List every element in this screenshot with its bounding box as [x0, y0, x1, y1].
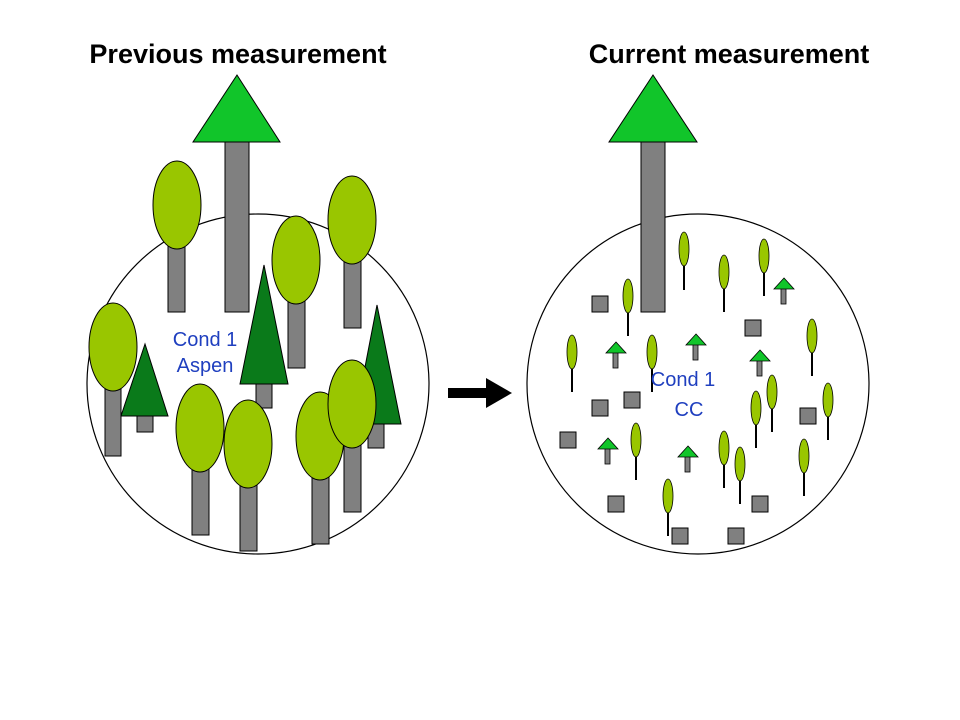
- current-title: Current measurement: [589, 39, 870, 69]
- aspen-tree-icon: [662, 478, 674, 536]
- conifer-tree-icon: [239, 264, 289, 409]
- aspen-tree-icon: [646, 334, 658, 392]
- stump-icon: [744, 319, 762, 337]
- aspen-tree-icon: [758, 238, 770, 296]
- stump-icon: [591, 399, 609, 417]
- aspen-tree-icon: [223, 399, 273, 552]
- conifer-tree-icon: [120, 342, 169, 433]
- previous-cond-type: Aspen: [177, 355, 234, 377]
- seedling-icon: [597, 437, 619, 465]
- aspen-tree-icon: [766, 374, 778, 432]
- current-cond-label: Cond 1: [651, 369, 716, 391]
- stump-icon: [623, 391, 641, 409]
- aspen-tree-icon: [566, 334, 578, 392]
- stump-icon: [559, 431, 577, 449]
- conifer-tree-icon: [608, 74, 698, 313]
- aspen-tree-icon: [152, 160, 202, 313]
- aspen-tree-icon: [798, 438, 810, 496]
- seedling-icon: [749, 349, 771, 377]
- aspen-tree-icon: [718, 254, 730, 312]
- aspen-tree-icon: [718, 430, 730, 488]
- stump-icon: [727, 527, 745, 545]
- previous-plot: Cond 1 Aspen: [86, 74, 430, 555]
- aspen-tree-icon: [734, 446, 746, 504]
- previous-cond-label: Cond 1: [173, 329, 238, 351]
- seedling-icon: [677, 445, 699, 473]
- seedling-icon: [773, 277, 795, 305]
- aspen-tree-icon: [175, 383, 225, 536]
- aspen-tree-icon: [622, 278, 634, 336]
- conifer-tree-icon: [192, 74, 281, 313]
- seedling-icon: [605, 341, 627, 369]
- previous-title: Previous measurement: [89, 39, 386, 69]
- aspen-tree-icon: [88, 302, 138, 457]
- aspen-tree-icon: [678, 231, 690, 290]
- stump-icon: [671, 527, 689, 545]
- aspen-tree-icon: [822, 382, 834, 440]
- stump-icon: [607, 495, 625, 513]
- aspen-tree-icon: [806, 318, 818, 376]
- aspen-tree-icon: [327, 175, 377, 329]
- current-cond-type: CC: [675, 399, 704, 421]
- stump-icon: [591, 295, 609, 313]
- current-plot: Cond 1 CC: [526, 74, 870, 555]
- aspen-tree-icon: [630, 422, 642, 480]
- stump-icon: [799, 407, 817, 425]
- aspen-tree-icon: [327, 359, 377, 513]
- arrow-right-icon: [448, 378, 512, 408]
- aspen-tree-icon: [750, 390, 762, 448]
- aspen-tree-icon: [271, 215, 321, 369]
- seedling-icon: [685, 333, 707, 361]
- stump-icon: [751, 495, 769, 513]
